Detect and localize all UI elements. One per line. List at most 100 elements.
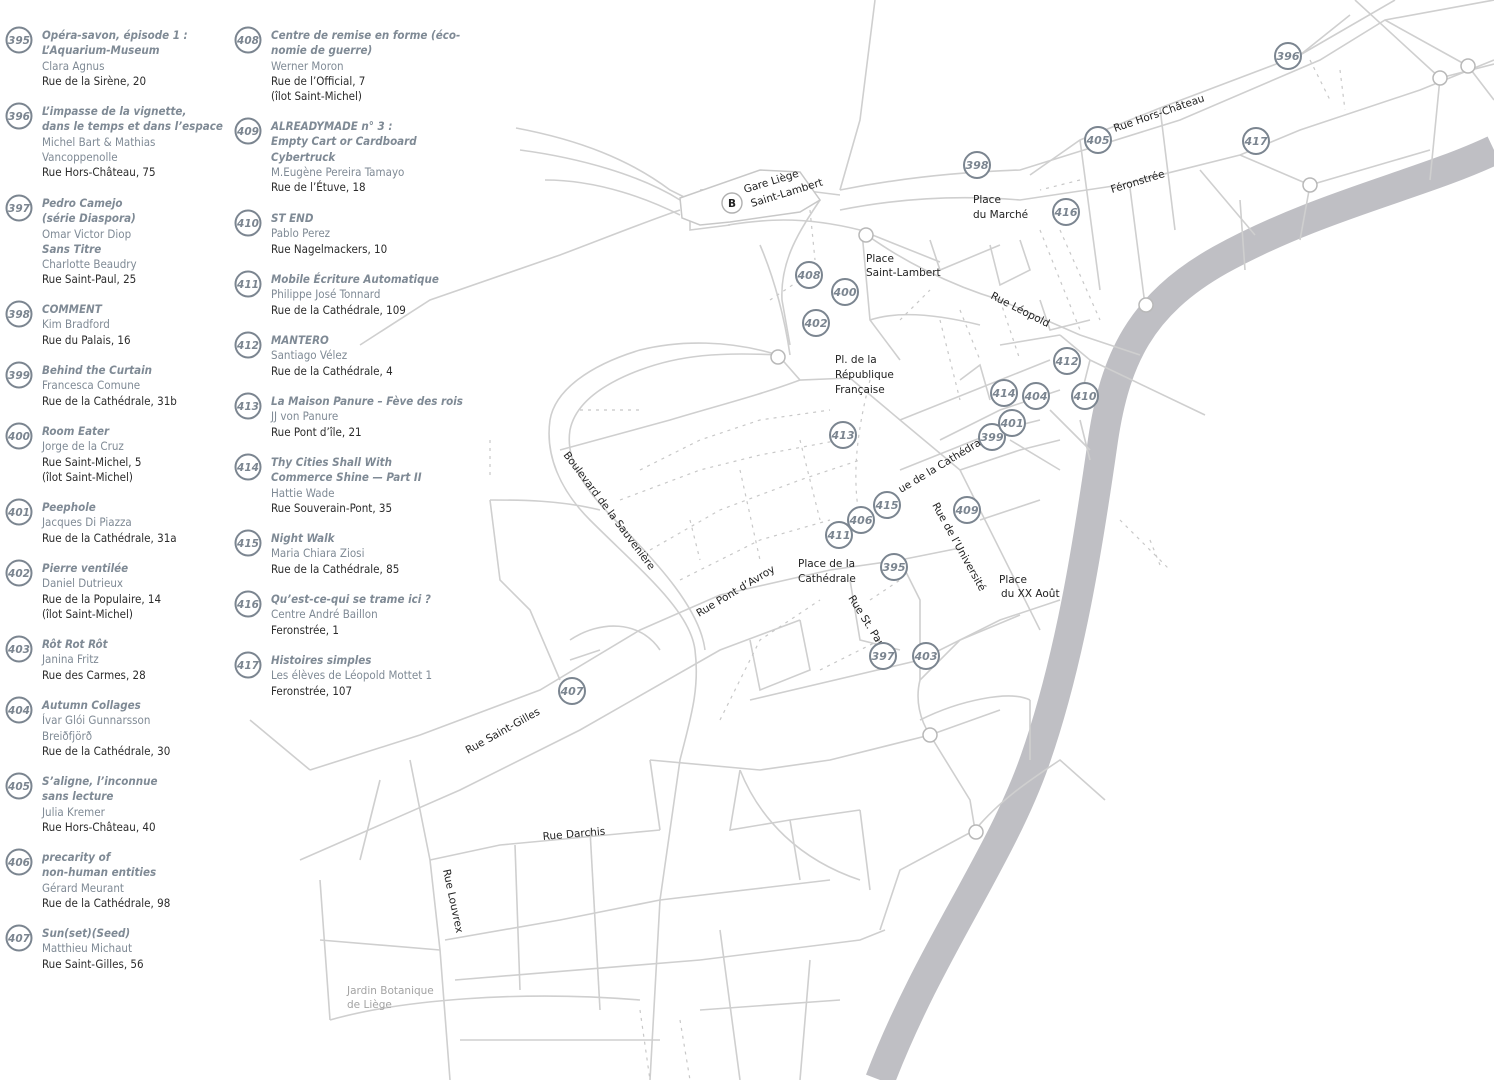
artwork-title-line3: Cybertruck — [271, 149, 336, 164]
artwork-address: Rue de la Cathédrale, 98 — [42, 895, 171, 910]
artist-name: Francesca Comune — [42, 378, 141, 393]
artwork-title: Histoires simples — [271, 653, 372, 667]
artist-name: Hattie Wade — [271, 485, 335, 500]
artwork-title-line2: non-human entities — [42, 865, 157, 880]
map-marker-405[interactable]: 405 — [1084, 126, 1112, 154]
legend-number: 415 — [236, 538, 259, 550]
artist-name: JJ von Panure — [271, 409, 339, 424]
map-marker-404[interactable]: 404 — [1022, 382, 1050, 410]
map-marker-413[interactable]: 413 — [829, 421, 857, 449]
artwork-address: Rue de la Populaire, 14 — [42, 591, 162, 606]
map-marker-411[interactable]: 411 — [825, 521, 853, 549]
legend-number: 399 — [8, 370, 30, 382]
artist-name: Les élèves de Léopold Mottet 1 — [271, 668, 433, 683]
map-marker-414[interactable]: 414 — [990, 379, 1018, 407]
legend-number-badge: 395 — [5, 26, 33, 54]
artwork-address: Rue de l’Official, 7 — [271, 73, 366, 88]
artwork-title: Autumn Collages — [42, 698, 141, 712]
artist-name: Werner Moron — [271, 58, 344, 73]
label-rue-leopold: Rue Léopold — [989, 290, 1052, 330]
artwork-title: Night Walk — [271, 531, 335, 545]
legend-number: 412 — [236, 340, 259, 352]
legend-number-badge: 413 — [234, 392, 262, 420]
artwork-title-line2: L’Aquarium-Museum — [42, 43, 160, 58]
legend-number: 400 — [7, 431, 30, 443]
meuse-river — [866, 136, 1494, 1080]
artwork-address-line2: (îlot Saint-Michel) — [42, 606, 133, 621]
label-place-xx-1: Place — [999, 574, 1027, 586]
legend-number-badge: 396 — [5, 102, 33, 130]
map-marker-408[interactable]: 408 — [795, 261, 823, 289]
label-sauveniere: Boulevard de la Sauvenière — [561, 450, 658, 573]
map-marker-400[interactable]: 400 — [831, 278, 859, 306]
label-pl-republique-2: République — [835, 369, 894, 381]
legend-number: 398 — [8, 309, 30, 321]
legend-number: 397 — [8, 203, 31, 215]
legend-number-badge: 397 — [5, 194, 33, 222]
legend-number: 402 — [7, 568, 30, 580]
map-marker-401[interactable]: 401 — [998, 409, 1026, 437]
artist-name: Clara Agnus — [42, 58, 105, 73]
map-marker-398[interactable]: 398 — [963, 151, 991, 179]
artwork-title: Qu’est-ce-qui se trame ici ? — [271, 592, 431, 606]
artist-name: Michel Bart & Mathias — [42, 134, 156, 149]
legend-number: 417 — [236, 660, 260, 672]
marker-number: 397 — [872, 650, 895, 663]
marker-number: 400 — [833, 286, 857, 299]
artwork-title-line2: nomie de guerre) — [271, 43, 373, 58]
map-marker-409[interactable]: 409 — [953, 496, 981, 524]
map-marker-399[interactable]: 399 — [978, 423, 1006, 451]
marker-number: 409 — [955, 504, 979, 517]
artwork-address: Rue de la Cathédrale, 109 — [271, 302, 406, 317]
map-marker-415[interactable]: 415 — [873, 491, 901, 519]
legend-number: 395 — [8, 35, 30, 47]
map-marker-406[interactable]: 406 — [847, 506, 875, 534]
artwork-title: Centre de remise en forme (éco- — [271, 28, 461, 42]
map-marker-396[interactable]: 396 — [1274, 42, 1302, 70]
artist-name: Janina Fritz — [42, 652, 99, 667]
label-feronstree: Féronstrée — [1109, 168, 1166, 196]
marker-number: 407 — [560, 685, 584, 698]
legend-number-badge: 411 — [234, 270, 262, 298]
artwork-title: Peephole — [42, 500, 96, 514]
map-marker-395[interactable]: 395 — [880, 553, 908, 581]
artist-name: Pablo Perez — [271, 226, 331, 241]
map-marker-407[interactable]: 407 — [558, 677, 586, 705]
artwork-address: Rue de la Sirène, 20 — [42, 73, 147, 88]
legend-number: 411 — [236, 279, 259, 291]
map-marker-412[interactable]: 412 — [1053, 347, 1081, 375]
legend-number-badge: 402 — [5, 559, 33, 587]
map-marker-410[interactable]: 410 — [1071, 382, 1099, 410]
map-marker-397[interactable]: 397 — [869, 642, 897, 670]
artwork-address: Feronstrée, 107 — [271, 683, 353, 698]
artist-name-second: Charlotte Beaudry — [42, 257, 137, 272]
artist-name: Santiago Vélez — [271, 348, 348, 363]
marker-number: 406 — [849, 514, 873, 527]
artwork-address: Rue de la Cathédrale, 4 — [271, 363, 393, 378]
legend-number-badge: 412 — [234, 331, 262, 359]
artwork-address: Rue Pont d’île, 21 — [271, 424, 362, 439]
legend-number-badge: 414 — [234, 453, 262, 481]
map-marker-416[interactable]: 416 — [1052, 198, 1080, 226]
artwork-address-line2: (îlot Saint-Michel) — [271, 89, 362, 104]
map-marker-417[interactable]: 417 — [1242, 127, 1270, 155]
map-marker-403[interactable]: 403 — [912, 642, 940, 670]
legend-number: 413 — [236, 401, 259, 413]
label-place-sl-2: Saint-Lambert — [866, 267, 941, 279]
marker-number: 396 — [1277, 50, 1300, 63]
marker-number: 405 — [1086, 134, 1110, 147]
artist-name: Maria Chiara Ziosi — [271, 546, 365, 561]
label-place-xx-2: du XX Août — [1001, 588, 1060, 600]
marker-number: 412 — [1055, 355, 1079, 368]
marker-number: 415 — [875, 499, 899, 512]
artist-name: Gérard Meurant — [42, 880, 124, 895]
artwork-title: ST END — [271, 211, 314, 225]
map-marker-402[interactable]: 402 — [802, 309, 830, 337]
marker-number: 401 — [1000, 417, 1024, 430]
